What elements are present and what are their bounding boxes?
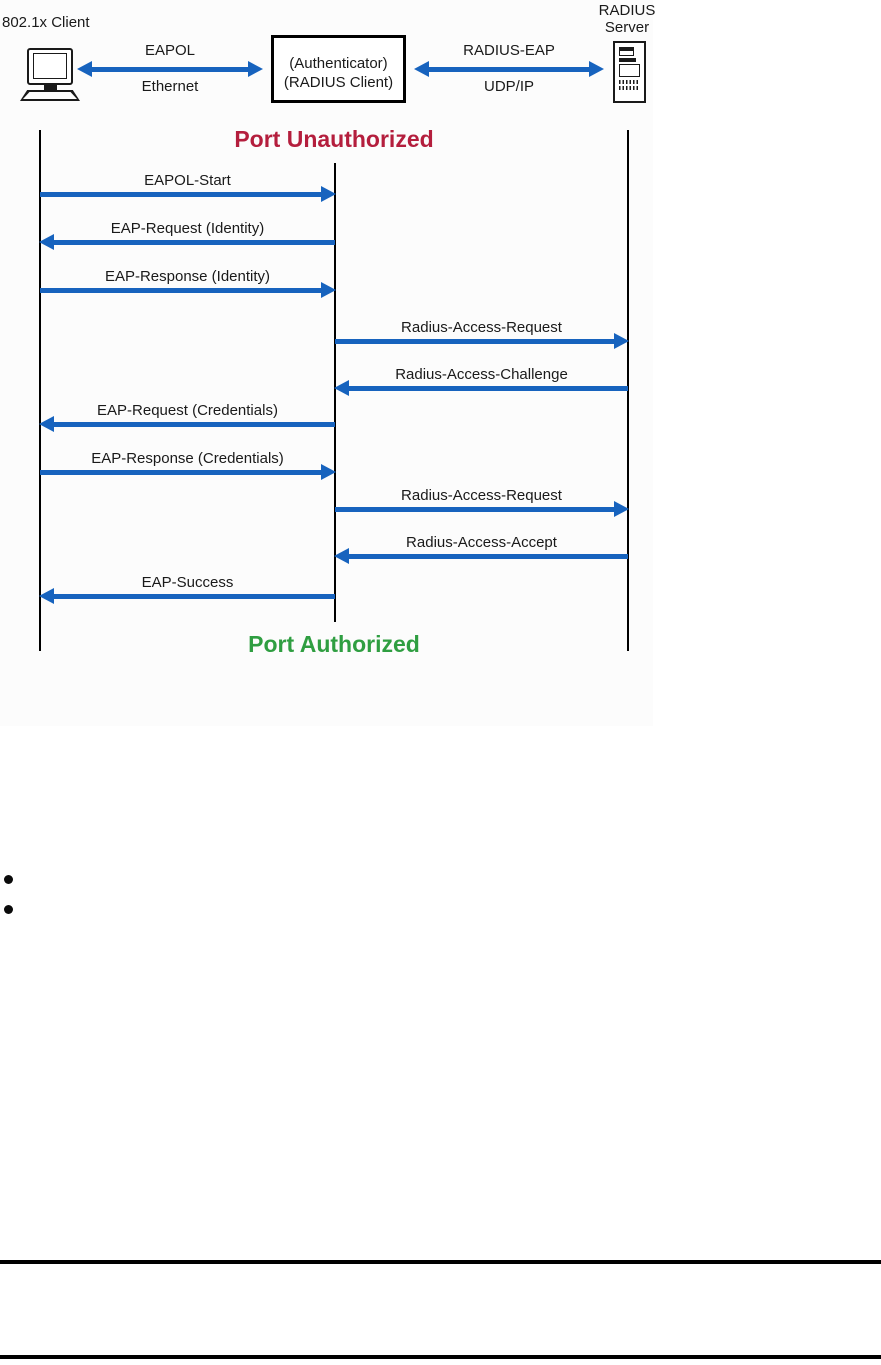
arrow-shaft (49, 421, 335, 427)
client-lifeline (39, 130, 41, 651)
server-label-line1: RADIUS (598, 2, 656, 19)
bullet-icon (4, 875, 13, 884)
desktop-computer-icon (20, 46, 82, 102)
sequence-message-label: EAPOL-Start (144, 172, 231, 189)
sequence-message-label: Radius-Access-Challenge (395, 366, 568, 383)
authenticator-box: (Authenticator) (RADIUS Client) (271, 35, 406, 103)
arrowhead-icon (39, 588, 54, 604)
sequence-message: EAP-Request (Credentials) (39, 402, 335, 432)
horizontal-rule (0, 1355, 881, 1359)
vent-shape (619, 86, 640, 90)
arrowhead-icon (614, 333, 629, 349)
panel-shape (619, 64, 640, 77)
arrowhead-right-icon (589, 61, 604, 77)
sequence-message: Radius-Access-Request (335, 319, 629, 349)
arrowhead-left-icon (414, 61, 429, 77)
arrow-shaft (335, 338, 619, 344)
sequence-message-label: EAP-Success (141, 574, 234, 591)
arrowhead-icon (334, 548, 349, 564)
sequence-message-label: Radius-Access-Request (401, 487, 562, 504)
double-arrow-icon (414, 61, 604, 77)
arrow-shaft (344, 553, 628, 559)
authenticator-line1: (Authenticator) (289, 55, 388, 72)
horizontal-rule (0, 1260, 881, 1264)
screen-shape (33, 53, 67, 79)
arrow-shaft (40, 469, 326, 475)
keyboard-inner-shape (23, 92, 77, 99)
arrowhead-right-icon (248, 61, 263, 77)
drive-bay-shape (619, 47, 634, 56)
arrowhead-icon (321, 186, 336, 202)
arrow-shaft (49, 239, 335, 245)
arrow-shaft (40, 287, 326, 293)
sequence-message: Radius-Access-Accept (334, 534, 628, 564)
arrowhead-icon (39, 234, 54, 250)
authenticator-line2: (RADIUS Client) (283, 74, 394, 91)
server-lifeline (627, 130, 629, 651)
bullet-icon (4, 905, 13, 914)
sequence-message-label: Radius-Access-Request (401, 319, 562, 336)
arrow-shaft (344, 385, 628, 391)
diagram-background (0, 0, 653, 726)
link-eapol: EAPOL Ethernet (77, 42, 263, 96)
sequence-message-label: EAP-Response (Identity) (104, 268, 271, 285)
sequence-message: EAP-Request (Identity) (39, 220, 335, 250)
arrow-shaft (424, 66, 594, 72)
server-label: RADIUS Server (592, 2, 662, 36)
sequence-message: Radius-Access-Request (335, 487, 629, 517)
sequence-message-label: EAP-Request (Identity) (110, 220, 265, 237)
link-radius-eap: RADIUS-EAP UDP/IP (414, 42, 604, 96)
sequence-message: EAP-Response (Credentials) (40, 450, 336, 480)
sequence-message: Radius-Access-Challenge (334, 366, 628, 396)
link-protocol-label: RADIUS-EAP (463, 42, 555, 59)
arrowhead-icon (39, 416, 54, 432)
arrow-shaft (40, 191, 326, 197)
monitor-stand-shape (44, 85, 57, 90)
bullet-point (4, 905, 14, 915)
arrow-shaft (49, 593, 335, 599)
server-tower-icon (613, 41, 646, 103)
bullet-point (4, 875, 14, 885)
sequence-message: EAP-Success (39, 574, 335, 604)
port-unauthorized-label: Port Unauthorized (234, 126, 434, 152)
monitor-shape (27, 48, 73, 85)
arrowhead-icon (334, 380, 349, 396)
sequence-message-label: Radius-Access-Accept (406, 534, 557, 551)
sequence-message: EAP-Response (Identity) (40, 268, 336, 298)
link-transport-label: UDP/IP (483, 78, 534, 95)
arrowhead-icon (321, 464, 336, 480)
arrow-shaft (87, 66, 253, 72)
double-arrow-icon (77, 61, 263, 77)
drive-bay-shape (619, 58, 636, 62)
arrowhead-icon (614, 501, 629, 517)
server-label-line2: Server (604, 19, 650, 36)
arrowhead-left-icon (77, 61, 92, 77)
link-protocol-label: EAPOL (144, 42, 196, 59)
link-transport-label: Ethernet (141, 78, 199, 95)
sequence-message-label: EAP-Response (Credentials) (91, 450, 284, 467)
sequence-message: EAPOL-Start (40, 172, 336, 202)
port-authorized-label: Port Authorized (248, 631, 420, 657)
arrow-shaft (335, 506, 619, 512)
sequence-message-label: EAP-Request (Credentials) (97, 402, 278, 419)
arrowhead-icon (321, 282, 336, 298)
vent-shape (619, 80, 640, 84)
client-label: 802.1x Client (2, 14, 90, 31)
